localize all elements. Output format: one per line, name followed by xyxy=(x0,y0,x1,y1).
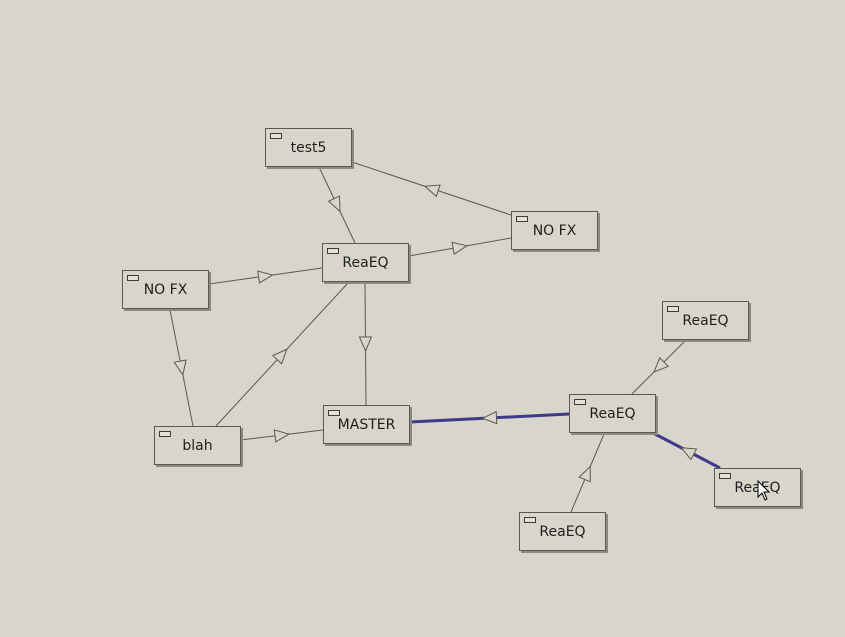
edge-direction-arrow-icon xyxy=(273,429,291,443)
bypass-toggle-icon[interactable] xyxy=(524,517,536,523)
edge-reaeq_tr-to-reaeq_m[interactable] xyxy=(631,339,687,395)
edge-direction-arrow-icon xyxy=(257,270,274,284)
node-label: ReaEQ xyxy=(589,406,636,422)
node-blah[interactable]: blah xyxy=(154,426,241,465)
edge-direction-arrow-icon xyxy=(327,195,341,213)
edge-nofx_r-to-test5[interactable] xyxy=(351,161,512,216)
edge-nofx_l-to-reaeq_c[interactable] xyxy=(208,267,323,285)
edge-direction-arrow-icon xyxy=(358,336,373,353)
node-label: NO FX xyxy=(143,282,188,298)
bypass-toggle-icon[interactable] xyxy=(574,399,586,405)
edge-reaeq_br-to-reaeq_m[interactable] xyxy=(654,432,721,470)
edge-reaeq_b-to-reaeq_m[interactable] xyxy=(570,433,605,513)
edge-direction-arrow-icon xyxy=(481,410,498,425)
edge-direction-arrow-icon xyxy=(680,447,698,461)
edge-reaeq_c-to-master[interactable] xyxy=(358,282,373,406)
bypass-toggle-icon[interactable] xyxy=(159,431,171,437)
edge-reaeq_c-to-nofx_r[interactable] xyxy=(408,237,512,257)
node-reaeq-top-right[interactable]: ReaEQ xyxy=(662,301,749,340)
bypass-toggle-icon[interactable] xyxy=(719,473,731,479)
node-reaeq-bottom[interactable]: ReaEQ xyxy=(519,512,606,551)
edge-test5-to-reaeq_c[interactable] xyxy=(318,166,356,244)
edge-reaeq_m-to-master[interactable] xyxy=(409,410,570,425)
node-label: MASTER xyxy=(337,417,396,433)
edge-direction-arrow-icon xyxy=(271,348,288,365)
node-label: NO FX xyxy=(532,223,577,239)
node-test5[interactable]: test5 xyxy=(265,128,352,167)
node-label: ReaEQ xyxy=(539,524,586,540)
node-label: ReaEQ xyxy=(342,255,389,271)
node-label: test5 xyxy=(290,140,327,156)
edge-direction-arrow-icon xyxy=(173,359,187,377)
bypass-toggle-icon[interactable] xyxy=(328,410,340,416)
edge-direction-arrow-icon xyxy=(578,465,591,483)
edge-blah-to-master[interactable] xyxy=(240,429,324,443)
edge-direction-arrow-icon xyxy=(653,356,670,373)
edge-direction-arrow-icon xyxy=(451,241,469,255)
node-label: ReaEQ xyxy=(682,313,729,329)
edge-nofx_l-to-blah[interactable] xyxy=(169,309,194,427)
bypass-toggle-icon[interactable] xyxy=(270,133,282,139)
node-nofx-right[interactable]: NO FX xyxy=(511,211,598,250)
bypass-toggle-icon[interactable] xyxy=(667,306,679,312)
node-nofx-left[interactable]: NO FX xyxy=(122,270,209,309)
node-master[interactable]: MASTER xyxy=(323,405,410,444)
edge-direction-arrow-icon xyxy=(423,184,441,198)
node-reaeq-bottom-right[interactable]: ReaEQ xyxy=(714,468,801,507)
bypass-toggle-icon[interactable] xyxy=(127,275,139,281)
node-reaeq-center[interactable]: ReaEQ xyxy=(322,243,409,282)
edge-blah-to-reaeq_c[interactable] xyxy=(215,282,349,427)
node-label: ReaEQ xyxy=(734,480,781,496)
node-label: blah xyxy=(182,438,213,454)
bypass-toggle-icon[interactable] xyxy=(516,216,528,222)
bypass-toggle-icon[interactable] xyxy=(327,248,339,254)
node-reaeq-middle-right[interactable]: ReaEQ xyxy=(569,394,656,433)
